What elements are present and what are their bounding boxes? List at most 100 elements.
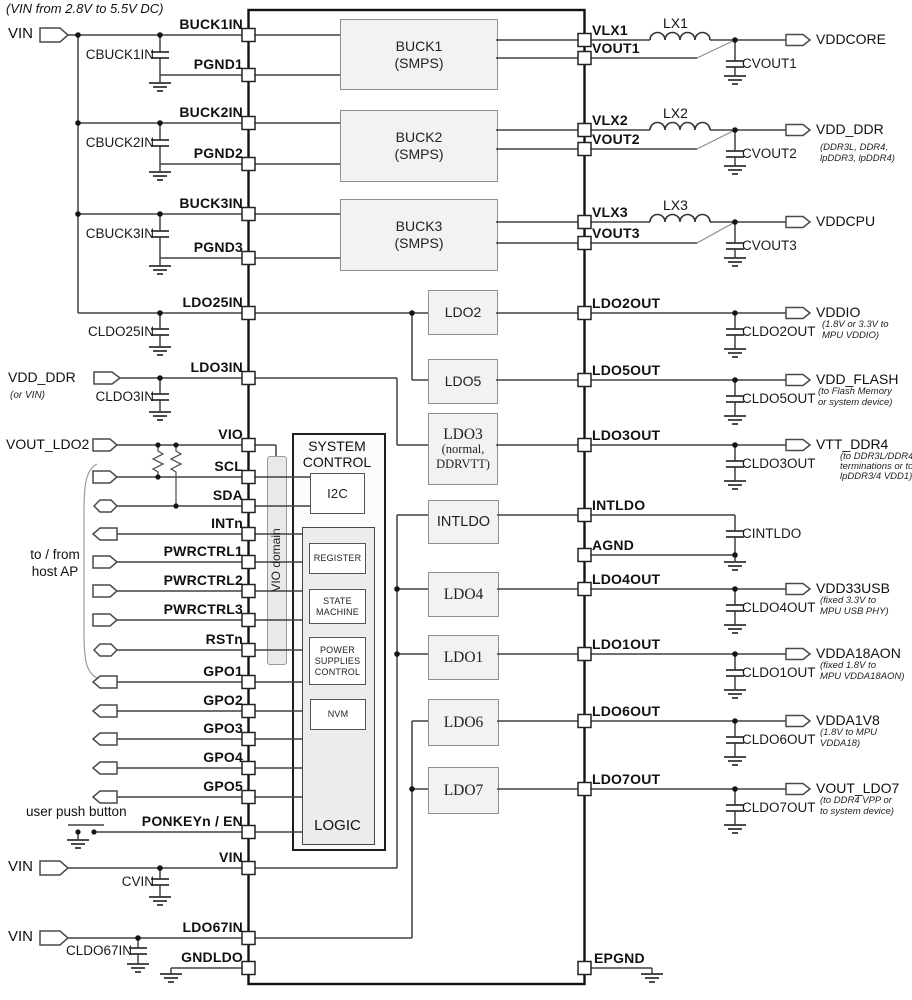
- host-ap-brace: [83, 463, 98, 679]
- vtt-ddr4-terminal: [785, 438, 812, 452]
- vin2-terminal: [39, 860, 70, 876]
- vin-label: VIN: [8, 25, 34, 42]
- vout-sense-lines: [696, 39, 736, 244]
- cap-label: CLDO3IN: [95, 389, 154, 404]
- output-label: VOUT_LDO7: [816, 780, 900, 796]
- pin-label: PGND2: [193, 145, 243, 161]
- vdd-ddr-in-terminal: [93, 371, 122, 385]
- block-ldo3: LDO3 (normal, DDRVTT): [428, 413, 498, 485]
- cap-label: CBUCK3IN: [85, 226, 154, 241]
- cap-label: CBUCK1IN: [85, 47, 154, 62]
- inductor-label: LX3: [663, 197, 688, 213]
- pwrctrl1-terminal: [92, 555, 119, 569]
- output-note: MPU USB PHY): [820, 606, 889, 617]
- pin-label: SDA: [212, 487, 243, 503]
- cap-label: CLDO67IN: [65, 943, 132, 958]
- pin-label: EPGND: [594, 950, 645, 966]
- output-note: (1.8V or 3.3V to: [822, 319, 889, 330]
- output-note: VDDA18): [820, 738, 861, 749]
- logic-label: LOGIC: [314, 817, 361, 834]
- pin-label: AGND: [592, 537, 635, 553]
- pin-label: LDO4OUT: [592, 571, 661, 587]
- output-label: VTT_DDR4: [816, 436, 889, 452]
- output-note: (fixed 1.8V to: [820, 660, 876, 671]
- scl-terminal: [92, 470, 119, 484]
- block-label: LDO2: [444, 304, 482, 320]
- pin-label: INTn: [211, 515, 243, 531]
- vdd33usb-terminal: [785, 582, 812, 596]
- pin-label: LDO25IN: [182, 294, 243, 310]
- block-buck3: BUCK3 (SMPS): [340, 199, 498, 271]
- vddio-terminal: [785, 306, 812, 320]
- pin-label: LDO2OUT: [592, 295, 661, 311]
- pwrctrl2-terminal: [92, 584, 119, 598]
- pin-label: LDO7OUT: [592, 771, 661, 787]
- cap-label: CLDO6OUT: [742, 732, 816, 747]
- sda-terminal: [92, 499, 119, 513]
- pin-label: LDO3OUT: [592, 427, 661, 443]
- output-note: lpDDR3/4 VDD1): [840, 471, 912, 482]
- output-label: VDDA1V8: [816, 712, 880, 728]
- block-intldo: INTLDO: [428, 500, 499, 544]
- block-buck2: BUCK2 (SMPS): [340, 110, 498, 182]
- block-label: (SMPS): [394, 235, 444, 251]
- push-button-note: user push button: [26, 804, 127, 819]
- pin-label: LDO3IN: [190, 359, 243, 375]
- pin-label: VOUT1: [592, 40, 640, 56]
- inductor-label: LX1: [663, 15, 688, 31]
- block-label: BUCK2: [395, 129, 443, 145]
- output-label: VDD_DDR: [816, 121, 884, 137]
- block-label: LDO3: [443, 425, 483, 443]
- block-power-supplies-control: POWER SUPPLIES CONTROL: [309, 637, 366, 685]
- block-label: (normal,: [441, 441, 485, 456]
- or-vin-note: (or VIN): [10, 390, 45, 401]
- rstn-terminal: [92, 643, 119, 657]
- block-label: BUCK3: [395, 218, 443, 234]
- pin-label: LDO1OUT: [592, 636, 661, 652]
- pin-label: PWRCTRL3: [163, 601, 243, 617]
- output-label: VDDA18AON: [816, 645, 901, 661]
- vin3-terminal: [39, 930, 70, 946]
- output-note: lpDDR3, lpDDR4): [820, 153, 895, 164]
- cap-label: CLDO2OUT: [742, 324, 816, 339]
- output-note: terminations or to: [840, 461, 912, 472]
- cap-label: CVIN: [121, 874, 154, 889]
- host-ap-note: to / from host AP: [30, 547, 80, 579]
- pin-label: PGND3: [193, 239, 243, 255]
- output-note: MPU VDDIO): [822, 330, 879, 341]
- pin-label: VIO: [218, 426, 243, 442]
- block-label: (SMPS): [394, 54, 444, 71]
- block-logic: [302, 527, 375, 845]
- output-note: (to Flash Memory: [818, 386, 892, 397]
- output-label: VDDCPU: [816, 213, 876, 229]
- cap-label: CVOUT2: [742, 146, 797, 161]
- pin-label: LDO67IN: [182, 919, 243, 935]
- gpo1-terminal: [91, 675, 118, 689]
- pin-label: BUCK3IN: [179, 195, 243, 211]
- pin-label: LDO6OUT: [592, 703, 661, 719]
- vdd-flash-terminal: [785, 373, 812, 387]
- block-label: LDO5: [444, 373, 482, 389]
- vdda1v8-terminal: [785, 714, 812, 728]
- vin-terminal: [39, 27, 70, 43]
- output-note: (1.8V to MPU: [820, 727, 878, 738]
- block-label: LDO1: [443, 649, 484, 666]
- cap-label: CLDO7OUT: [742, 800, 816, 815]
- pin-label: GPO4: [203, 749, 243, 765]
- cap-label: CLDO25IN: [87, 324, 154, 339]
- vddcpu-terminal: [785, 215, 812, 229]
- inductor-label: LX2: [663, 105, 688, 121]
- pin-label: VOUT2: [592, 131, 640, 147]
- cap-label: CBUCK2IN: [85, 135, 154, 150]
- cap-label: CVOUT1: [742, 56, 797, 71]
- block-ldo5: LDO5: [428, 359, 498, 404]
- pwrctrl3-terminal: [92, 613, 119, 627]
- pin-label: GPO1: [203, 663, 243, 679]
- pin-label: BUCK1IN: [179, 16, 243, 32]
- pin-label: LDO5OUT: [592, 362, 661, 378]
- gpo5-terminal: [91, 790, 118, 804]
- block-label: DDRVTT): [436, 456, 490, 471]
- pin-label: RSTn: [205, 631, 243, 647]
- cap-label: CLDO3OUT: [742, 456, 816, 471]
